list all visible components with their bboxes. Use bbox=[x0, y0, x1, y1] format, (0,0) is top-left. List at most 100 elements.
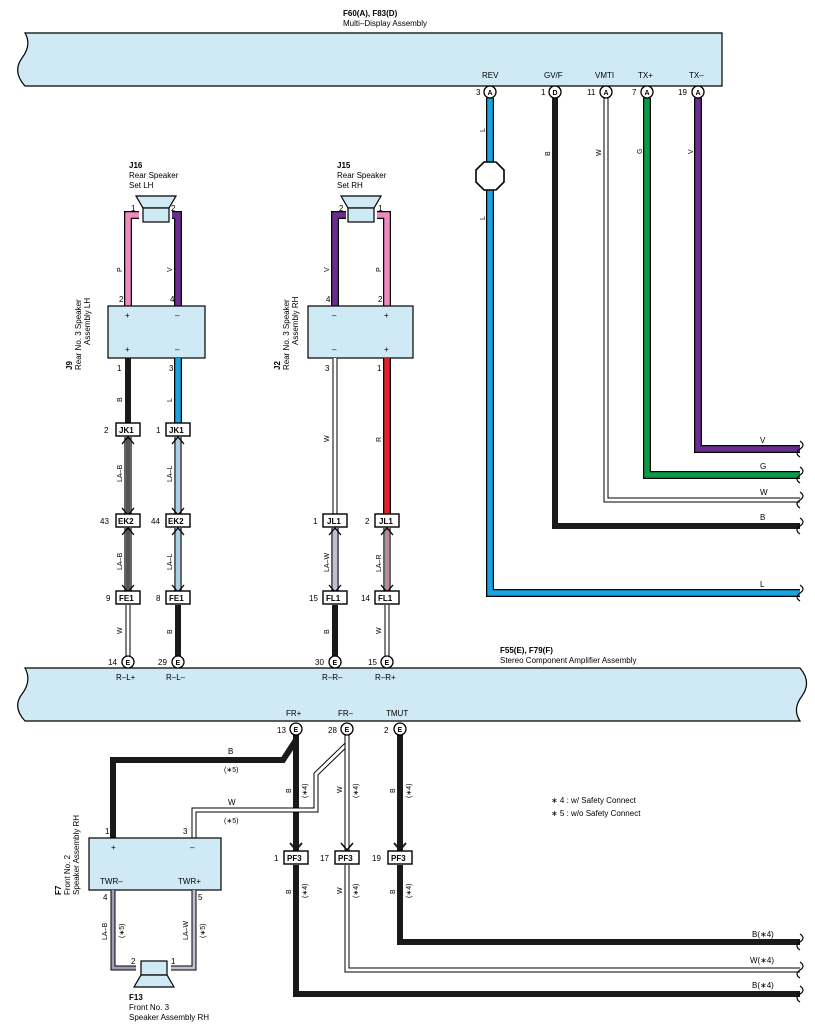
amp-bot-pin-label-3: TMUT bbox=[386, 709, 408, 718]
pf3-c-pin: 19 bbox=[372, 854, 381, 863]
pf3-connectors: PF3 1 PF3 17 PF3 19 bbox=[274, 850, 413, 865]
pf3-c-up-code: B bbox=[390, 788, 397, 793]
amp-top-pin-num-4: 15 bbox=[368, 658, 377, 667]
pf3-b-dn-code: W bbox=[337, 887, 344, 894]
f7-sign-plus: + bbox=[111, 843, 116, 852]
twisted-pair-rh bbox=[328, 527, 394, 593]
f13-pin-b: 1 bbox=[171, 957, 176, 966]
amp-top-pin-label-3: R–R– bbox=[322, 673, 343, 682]
fl1-a-pin: 15 bbox=[309, 594, 318, 603]
j16-pin-b: 2 bbox=[171, 204, 176, 213]
jk1-a-pin: 2 bbox=[104, 426, 109, 435]
jk1-b-name: JK1 bbox=[169, 426, 184, 435]
amp-bot-pin-num-3: 2 bbox=[384, 726, 389, 735]
pf3-a-up-code: B bbox=[286, 788, 293, 793]
amp-top-pin-label-2: R–L– bbox=[166, 673, 186, 682]
j2-top-pin-2: 2 bbox=[378, 295, 383, 304]
amp-top-pin-num-2: 29 bbox=[158, 658, 167, 667]
f7-id: F7 bbox=[54, 885, 63, 895]
j2-top-wire-v: V bbox=[324, 267, 331, 272]
twist-rh-a: LA–W bbox=[324, 553, 331, 572]
jl1-b-pin: 2 bbox=[365, 517, 370, 526]
amp-top-pin-conn-2: E bbox=[176, 660, 181, 667]
f13-pin-a: 2 bbox=[131, 957, 136, 966]
twisted-pair-lh-lower bbox=[121, 527, 185, 593]
ek2-b-name: EK2 bbox=[168, 517, 184, 526]
pf3-c-dn-star: (∗4) bbox=[406, 884, 413, 898]
wire-code-txp: G bbox=[637, 149, 644, 154]
mda-pin-num-gvf: 1 bbox=[541, 88, 546, 97]
j2-name1: Rear No. 3 Speaker bbox=[282, 299, 291, 370]
wire-code-vmti: W bbox=[596, 149, 603, 156]
fe1-b-pin: 8 bbox=[156, 594, 161, 603]
note-star5: ∗ 5 : w/o Safety Connect bbox=[551, 809, 641, 818]
fe1-b-wire-b: B bbox=[167, 629, 174, 634]
right-code-b: B bbox=[760, 513, 765, 522]
amp-bottom-pins: 13 E 28 E 2 E bbox=[277, 722, 407, 736]
front-break-marks bbox=[796, 933, 804, 1003]
f7-name2: Speaker Assembly RH bbox=[72, 815, 81, 895]
fe1-a-pin: 9 bbox=[106, 594, 111, 603]
j2-top-sign-plus: + bbox=[384, 311, 389, 320]
j9-bot-wire-l: L bbox=[167, 398, 174, 402]
fl1-a-name: FL1 bbox=[326, 594, 341, 603]
j2-bot-pin-1: 1 bbox=[377, 364, 382, 373]
right-code-w: W bbox=[760, 488, 768, 497]
j2-top-pin-4: 4 bbox=[326, 295, 331, 304]
pf3-a-up-star: (∗4) bbox=[302, 784, 309, 798]
pf3-c-dn-code: B bbox=[390, 889, 397, 894]
j16-id: J16 bbox=[129, 161, 143, 170]
j2-bot-sign-minus: – bbox=[332, 345, 337, 354]
pf3-b-name: PF3 bbox=[338, 854, 353, 863]
right-code-b4-top: B(∗4) bbox=[752, 930, 774, 939]
note-star4: ∗ 4 : w/ Safety Connect bbox=[551, 796, 637, 805]
j16-line1: Rear Speaker bbox=[129, 171, 179, 180]
front-section-wires bbox=[110, 729, 800, 997]
f7-name1: Front No. 2 bbox=[63, 854, 72, 895]
j2-bot-sign-plus: + bbox=[384, 345, 389, 354]
mda-pin-conn-gvf: D bbox=[553, 90, 558, 97]
j2-bot-pin-3: 3 bbox=[325, 364, 330, 373]
j9-bot-pin-3: 3 bbox=[169, 364, 174, 373]
amp-subtitle: Stereo Component Amplifier Assembly bbox=[500, 656, 637, 665]
jk1-a-name: JK1 bbox=[119, 426, 134, 435]
amp-bot-pin-conn-1: E bbox=[294, 727, 299, 734]
f7-sign-minus: – bbox=[190, 843, 195, 852]
j9-top-wire-v: V bbox=[167, 267, 174, 272]
rear-rh-chain: J15 Rear Speaker Set RH 2 1 V P 4 2 – + … bbox=[273, 161, 414, 656]
wire-code-gvf: B bbox=[545, 151, 552, 156]
pf3-b-dn-star: (∗4) bbox=[353, 884, 360, 898]
j2-name2: Assembly RH bbox=[291, 296, 300, 345]
right-code-l: L bbox=[760, 580, 765, 589]
twisted-pair-lh-upper bbox=[121, 436, 185, 516]
amp-bot-pin-label-2: FR– bbox=[338, 709, 354, 718]
pf3-a-pin: 1 bbox=[274, 854, 279, 863]
j9-top-sign-minus: – bbox=[175, 311, 180, 320]
pf3-a-dn-code: B bbox=[286, 889, 293, 894]
mda-pin-num-rev: 3 bbox=[476, 88, 481, 97]
f13-line2: Speaker Assembly RH bbox=[129, 1013, 209, 1022]
amp-top-pin-conn-3: E bbox=[333, 660, 338, 667]
fe1-b-name: FE1 bbox=[169, 594, 184, 603]
f7-lower-star-a: (∗5) bbox=[119, 924, 126, 938]
stereo-amplifier-assembly: F55(E), F79(F) Stereo Component Amplifie… bbox=[17, 646, 808, 722]
right-code-v: V bbox=[760, 436, 766, 445]
twist-lh-a-2: LA–B bbox=[117, 553, 124, 570]
mda-pin-label-vmti: VMTI bbox=[595, 71, 614, 80]
j2-bot-wire-r: R bbox=[376, 437, 383, 442]
wire-code-rev-2: L bbox=[480, 216, 487, 220]
j9-top-sign-plus: + bbox=[125, 311, 130, 320]
mda-pin-conn-rev: A bbox=[488, 90, 493, 97]
f7-lower-wire-a: LA–B bbox=[102, 923, 109, 940]
amp-top-pin-conn-4: E bbox=[385, 660, 390, 667]
f7-pin-4: 4 bbox=[103, 893, 108, 902]
f13-id: F13 bbox=[129, 993, 143, 1002]
mda-pin-conn-txp: A bbox=[645, 90, 650, 97]
mda-pin-label-txm: TX– bbox=[689, 71, 704, 80]
amp-title: F55(E), F79(F) bbox=[500, 646, 553, 655]
pf3-c-up-star: (∗4) bbox=[406, 784, 413, 798]
j15-speaker-icon bbox=[339, 195, 383, 223]
ek2-a-pin: 43 bbox=[100, 517, 109, 526]
pf3-a-dn-star: (∗4) bbox=[302, 884, 309, 898]
